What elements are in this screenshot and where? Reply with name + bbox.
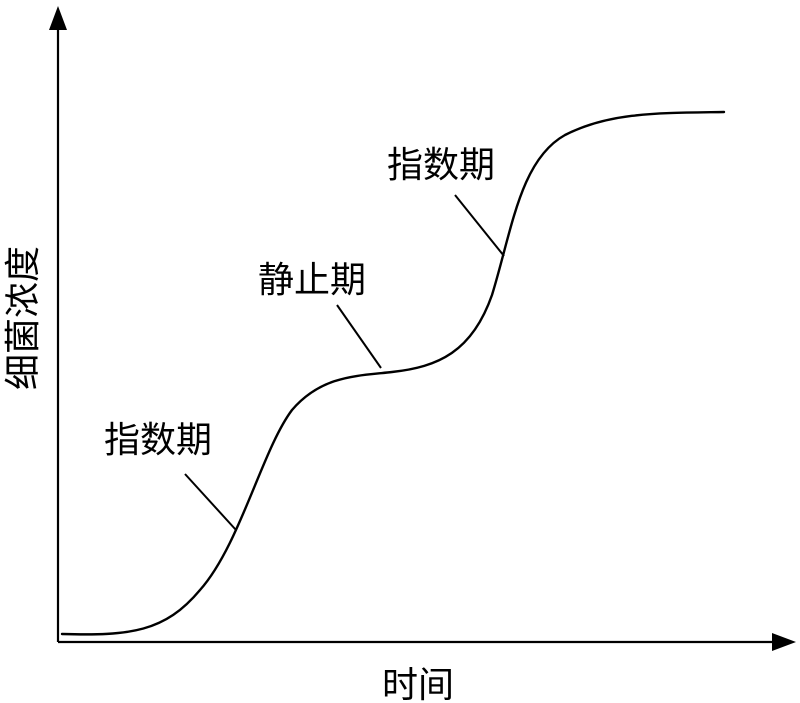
phase-2-label: 静止期 [258, 260, 366, 301]
y-axis-arrow [49, 6, 67, 30]
y-axis-label: 细菌浓度 [3, 246, 44, 390]
x-axis-label: 时间 [382, 665, 454, 703]
phase-1-label: 指数期 [104, 420, 212, 461]
x-axis-arrow [772, 633, 796, 651]
phase-2-leader [336, 304, 382, 369]
growth-curve [60, 110, 726, 636]
phase-3-leader [454, 194, 505, 257]
phase-3-label: 指数期 [387, 145, 495, 186]
phase-1-leader [184, 473, 237, 531]
